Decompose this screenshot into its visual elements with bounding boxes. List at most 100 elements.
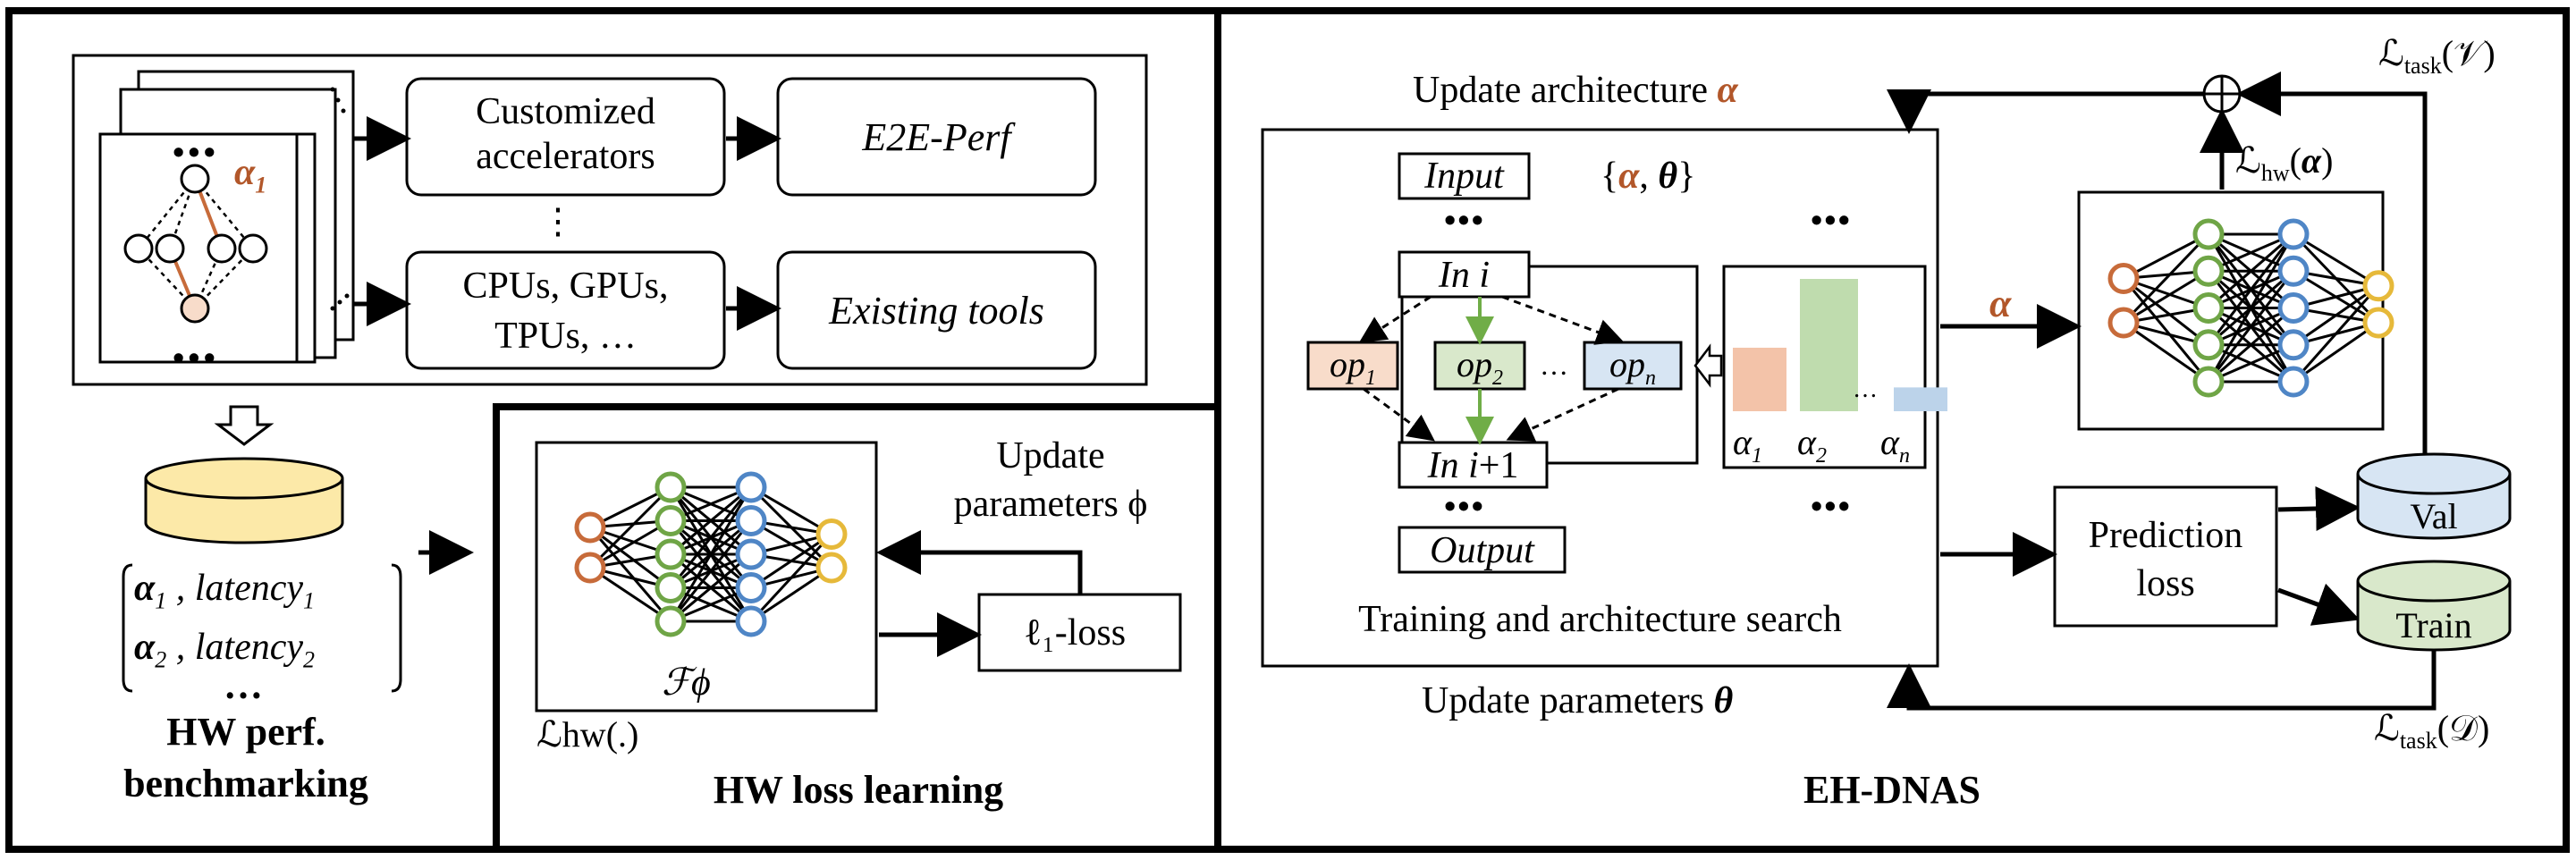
alpha-theta-label: {α, θ} <box>1600 156 1696 197</box>
dots-bars-bottom: ••• <box>1811 488 1852 526</box>
network-edge <box>669 486 753 589</box>
network-node <box>2277 366 2310 398</box>
network-node <box>574 552 606 584</box>
arrow-ltask-v <box>2236 72 2428 469</box>
benchmark-title: HW perf.benchmarking <box>123 710 368 805</box>
update-arch-label: Update architecture α <box>1413 70 1738 111</box>
network-node <box>735 505 767 536</box>
fphi-label: ℱϕ <box>662 662 711 704</box>
training-label: Training and architecture search <box>1358 599 1842 640</box>
input-box <box>1398 152 1531 200</box>
benchmark-database-icon <box>144 457 344 544</box>
network-edge <box>2207 270 2295 383</box>
train-label: Train <box>2395 605 2472 645</box>
down-arrow-icon <box>214 405 274 446</box>
op1-label: op1 <box>1330 344 1376 390</box>
task-network <box>2107 218 2394 398</box>
output-label: Output <box>1430 530 1534 571</box>
network-node <box>815 519 848 550</box>
network-edge <box>670 485 752 556</box>
architecture-stack <box>98 70 355 364</box>
benchmark-entry-1: α1 , latency1 <box>134 568 316 614</box>
prediction-loss-box <box>2053 485 2278 628</box>
network-edge <box>749 533 833 623</box>
arrow-to-train <box>2277 583 2361 626</box>
network-edge <box>2208 232 2294 309</box>
update-theta-label: Update parameters θ <box>1422 680 1734 721</box>
dots-bottom: ••• <box>173 340 219 377</box>
network-node <box>2192 292 2225 324</box>
l1-loss-label: ℓ₁-loss <box>1024 612 1127 653</box>
outer-frame <box>5 7 2570 853</box>
network-node <box>815 552 848 584</box>
network-node <box>2362 270 2394 302</box>
lhw-alpha-label: ℒhw(α) <box>2235 140 2334 186</box>
alpha1-bar-label: α1 <box>1733 422 1762 468</box>
network-node <box>735 572 767 603</box>
network-edge <box>588 485 672 569</box>
network-node <box>735 605 767 637</box>
lhw-label: ℒhw(.) <box>536 714 639 755</box>
list-bracket-right <box>391 563 402 693</box>
alpha-bars-box <box>1722 265 1927 469</box>
network-edge <box>669 519 753 622</box>
network-edge <box>2292 284 2380 383</box>
alpha2-bar-label: α2 <box>1797 422 1827 468</box>
input-label: Input <box>1424 156 1504 197</box>
dots-top: ••• <box>173 134 219 172</box>
network-node <box>2192 366 2225 398</box>
network-node <box>2277 218 2310 250</box>
network-edge <box>2123 269 2209 325</box>
vertical-ellipsis: ⋮ <box>540 201 576 241</box>
network-edge <box>588 527 672 622</box>
network-node <box>655 605 687 637</box>
opn-label: opn <box>1609 344 1656 390</box>
cell-graph <box>123 164 268 324</box>
network-node <box>2277 292 2310 324</box>
network-edge <box>2293 321 2379 384</box>
mixed-op-edges <box>1358 295 1624 445</box>
arrow-update-alpha <box>1887 89 2204 134</box>
alpha1-label: α1 <box>234 152 267 198</box>
network-edge <box>750 566 832 623</box>
benchmark-box <box>72 54 1148 386</box>
ltask-d-label: ℒtask(𝒟) <box>2374 708 2490 754</box>
network-node <box>655 505 687 536</box>
hw-loss-frame <box>493 403 1218 849</box>
network-node <box>655 538 687 570</box>
network-node <box>2107 307 2140 339</box>
network-node <box>574 511 606 544</box>
op-ellipsis: … <box>1540 349 1568 381</box>
fphi-box <box>535 441 878 712</box>
network-edge <box>589 566 671 623</box>
dots-output: ••• <box>1444 488 1485 526</box>
ltask-v-label: ℒtask(𝒱) <box>2378 33 2496 79</box>
network-node <box>735 471 767 503</box>
alpha-bar <box>1894 387 1947 411</box>
network-edge <box>2293 284 2379 346</box>
network-edge <box>2122 232 2210 325</box>
e2e-perf-label: E2E-Perf <box>862 115 1011 159</box>
network-edge <box>2208 307 2294 384</box>
network-edge <box>2123 232 2209 280</box>
network-edge <box>2293 232 2379 288</box>
in-i-box <box>1398 250 1531 299</box>
network-edge <box>669 486 753 622</box>
network-node <box>2277 255 2310 287</box>
oplus-icon <box>2202 74 2242 114</box>
network-edge <box>2122 277 2210 383</box>
network-node <box>2277 329 2310 361</box>
network-edge <box>2123 321 2209 384</box>
benchmark-dots: … <box>224 663 263 707</box>
alpha-bar <box>1800 279 1858 411</box>
in-i1-box <box>1398 441 1549 489</box>
hw-loss-title: HW loss learning <box>713 768 1004 812</box>
benchmark-entry-2: α2 , latency2 <box>134 627 316 673</box>
in-i1-label: In i+1 <box>1427 445 1519 486</box>
network-node <box>2192 255 2225 287</box>
network-node <box>655 471 687 503</box>
